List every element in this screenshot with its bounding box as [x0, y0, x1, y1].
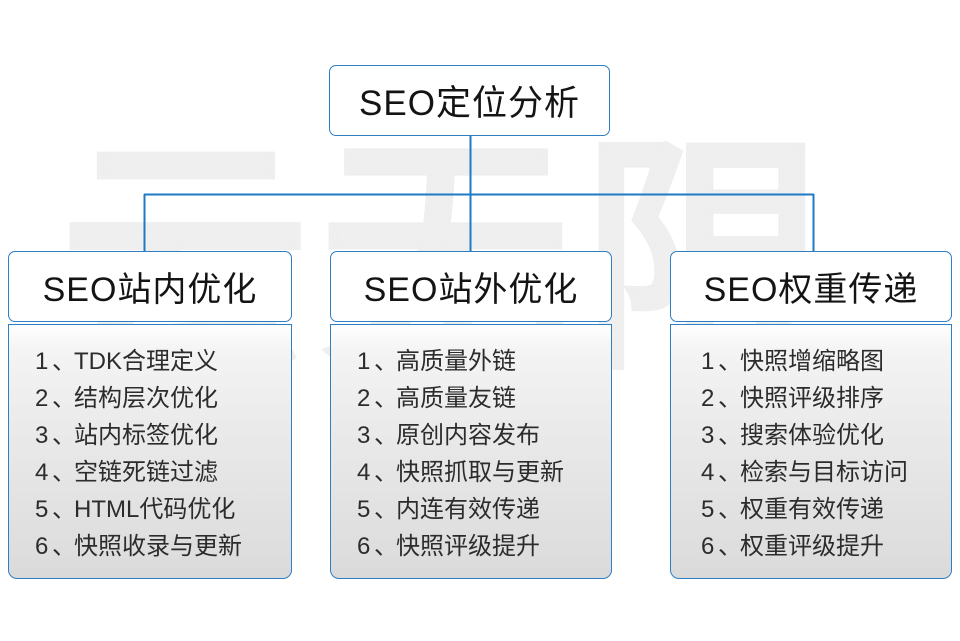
branch-body-on-site: 1 、 TDK合理定义 2 、 结构层次优化 3 、 站内标签优化 4 、 — [8, 324, 292, 579]
list-item: 1 、 TDK合理定义 — [35, 341, 291, 378]
list-item: 6 、 权重评级提升 — [701, 526, 951, 563]
branch-body-weight-transfer: 1 、 快照增缩略图 2 、 快照评级排序 3 、 搜索体验优化 4 、 — [670, 324, 952, 579]
list-item-index: 5 — [35, 496, 49, 523]
list-item-index: 4 — [357, 459, 371, 486]
list-item-separator: 、 — [52, 496, 76, 523]
list-item-index: 5 — [357, 496, 371, 523]
list-item-separator: 、 — [52, 348, 76, 375]
list-item-separator: 、 — [52, 533, 76, 560]
list-item-text: 空链死链过滤 — [74, 459, 218, 486]
list-item-text: 高质量外链 — [396, 348, 516, 375]
list-item: 3 、 搜索体验优化 — [701, 415, 951, 452]
branch-header-label: SEO站内优化 — [42, 271, 258, 309]
list-item: 2 、 结构层次优化 — [35, 378, 291, 415]
list-item-separator: 、 — [374, 385, 398, 412]
list-item-text: 快照增缩略图 — [740, 348, 884, 375]
list-item-separator: 、 — [374, 533, 398, 560]
list-item-text: 快照收录与更新 — [74, 533, 242, 560]
list-item-index: 6 — [35, 533, 49, 560]
list-item-index: 1 — [357, 348, 371, 375]
list-item-separator: 、 — [718, 496, 742, 523]
list-item-index: 3 — [357, 422, 371, 449]
branch-header-off-site[interactable]: SEO站外优化 — [330, 251, 612, 322]
list-item: 1 、 高质量外链 — [357, 341, 611, 378]
list-item-index: 6 — [357, 533, 371, 560]
list-item-separator: 、 — [718, 533, 742, 560]
list-item: 4 、 检索与目标访问 — [701, 452, 951, 489]
branch-column-off-site: SEO站外优化 1 、 高质量外链 2 、 高质量友链 3 、 原创内容发布 — [330, 251, 612, 579]
list-item-index: 3 — [35, 422, 49, 449]
list-item-separator: 、 — [718, 348, 742, 375]
branch-header-weight-transfer[interactable]: SEO权重传递 — [670, 251, 952, 322]
list-item: 5 、 权重有效传递 — [701, 489, 951, 526]
branch-header-on-site[interactable]: SEO站内优化 — [8, 251, 292, 322]
branch-body-off-site: 1 、 高质量外链 2 、 高质量友链 3 、 原创内容发布 4 、 快 — [330, 324, 612, 579]
list-item-text: 内连有效传递 — [396, 496, 540, 523]
root-node-label: SEO定位分析 — [359, 84, 580, 123]
list-item-text: 权重评级提升 — [740, 533, 884, 560]
list-item-index: 2 — [701, 385, 715, 412]
list-item: 5 、 内连有效传递 — [357, 489, 611, 526]
list-item-separator: 、 — [52, 422, 76, 449]
list-item-separator: 、 — [718, 385, 742, 412]
branch-column-on-site: SEO站内优化 1 、 TDK合理定义 2 、 结构层次优化 3 、 站内标签优… — [8, 251, 292, 579]
list-item-text: 搜索体验优化 — [740, 422, 884, 449]
list-item-text: TDK合理定义 — [74, 348, 218, 375]
list-item: 3 、 站内标签优化 — [35, 415, 291, 452]
list-item-text: 快照评级排序 — [740, 385, 884, 412]
list-item: 6 、 快照评级提升 — [357, 526, 611, 563]
list-item: 5 、 HTML代码优化 — [35, 489, 291, 526]
list-item-index: 2 — [35, 385, 49, 412]
list-item-index: 2 — [357, 385, 371, 412]
list-item-separator: 、 — [52, 459, 76, 486]
list-item-index: 5 — [701, 496, 715, 523]
list-item-index: 1 — [701, 348, 715, 375]
list-item-text: 高质量友链 — [396, 385, 516, 412]
list-item-separator: 、 — [718, 459, 742, 486]
list-item-text: 结构层次优化 — [74, 385, 218, 412]
list-item: 4 、 空链死链过滤 — [35, 452, 291, 489]
list-item-index: 3 — [701, 422, 715, 449]
list-item-separator: 、 — [374, 422, 398, 449]
branch-header-label: SEO权重传递 — [703, 271, 919, 309]
list-item-index: 4 — [35, 459, 49, 486]
list-item: 6 、 快照收录与更新 — [35, 526, 291, 563]
list-item: 2 、 高质量友链 — [357, 378, 611, 415]
list-item-separator: 、 — [52, 385, 76, 412]
root-node[interactable]: SEO定位分析 — [329, 65, 610, 136]
branch-column-weight-transfer: SEO权重传递 1 、 快照增缩略图 2 、 快照评级排序 3 、 搜索体验优化 — [670, 251, 952, 579]
list-item-text: HTML代码优化 — [74, 496, 236, 523]
list-item-separator: 、 — [374, 496, 398, 523]
list-item-text: 站内标签优化 — [74, 422, 218, 449]
list-item: 2 、 快照评级排序 — [701, 378, 951, 415]
list-item-text: 权重有效传递 — [740, 496, 884, 523]
list-item-index: 4 — [701, 459, 715, 486]
list-item-index: 1 — [35, 348, 49, 375]
list-item-separator: 、 — [374, 459, 398, 486]
list-item: 4 、 快照抓取与更新 — [357, 452, 611, 489]
list-item-index: 6 — [701, 533, 715, 560]
list-item-text: 快照评级提升 — [396, 533, 540, 560]
branch-header-label: SEO站外优化 — [363, 271, 579, 309]
list-item: 1 、 快照增缩略图 — [701, 341, 951, 378]
list-item-text: 检索与目标访问 — [740, 459, 908, 486]
list-item: 3 、 原创内容发布 — [357, 415, 611, 452]
list-item-text: 原创内容发布 — [396, 422, 540, 449]
list-item-separator: 、 — [718, 422, 742, 449]
list-item-separator: 、 — [374, 348, 398, 375]
list-item-text: 快照抓取与更新 — [396, 459, 564, 486]
